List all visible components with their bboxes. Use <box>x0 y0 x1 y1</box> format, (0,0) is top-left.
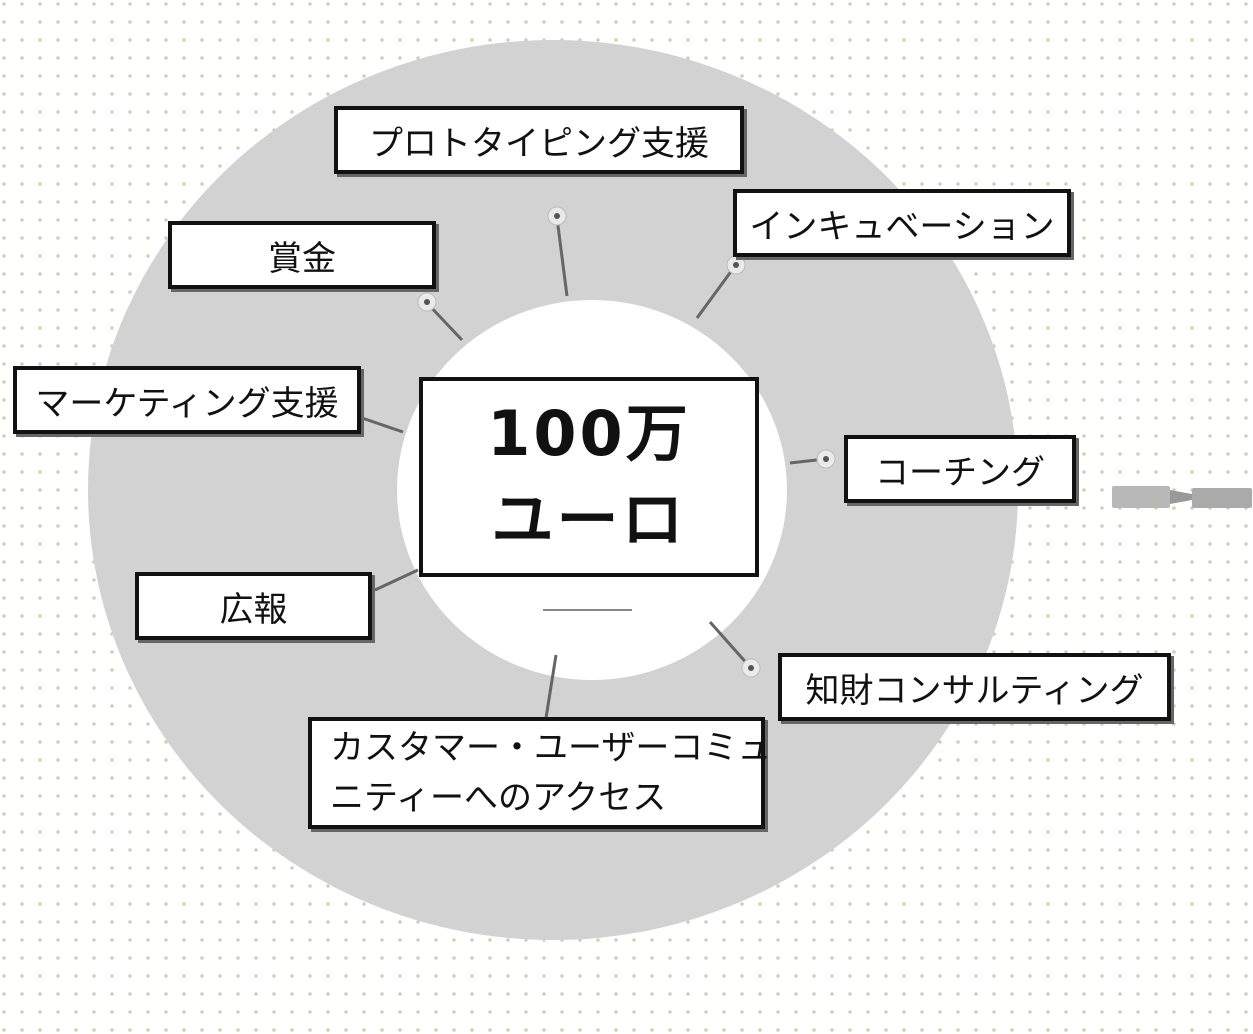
label-prize: 賞金 <box>168 221 436 289</box>
cable-plug-image <box>1112 486 1252 508</box>
label-ip-consulting: 知財コンサルティング <box>778 653 1171 721</box>
label-prototyping: プロトタイピング支援 <box>334 106 744 174</box>
label-pr: 広報 <box>135 572 372 640</box>
label-marketing: マーケティング支援 <box>13 366 361 434</box>
center-amount-line1: 100万 <box>487 397 691 470</box>
label-community-access: カスタマー・ユーザーコミュ ニティーへのアクセス <box>308 717 771 829</box>
label-coaching: コーチング <box>844 435 1076 503</box>
center-amount-box: 100万 ユーロ <box>419 377 759 577</box>
label-community-line2: ニティーへのアクセス <box>330 778 667 818</box>
label-incubation: インキュベーション <box>733 189 1071 257</box>
center-amount-line2: ユーロ <box>491 483 687 556</box>
connector-nodes <box>417 206 836 678</box>
label-community-line1: カスタマー・ユーザーコミュ <box>330 728 772 768</box>
